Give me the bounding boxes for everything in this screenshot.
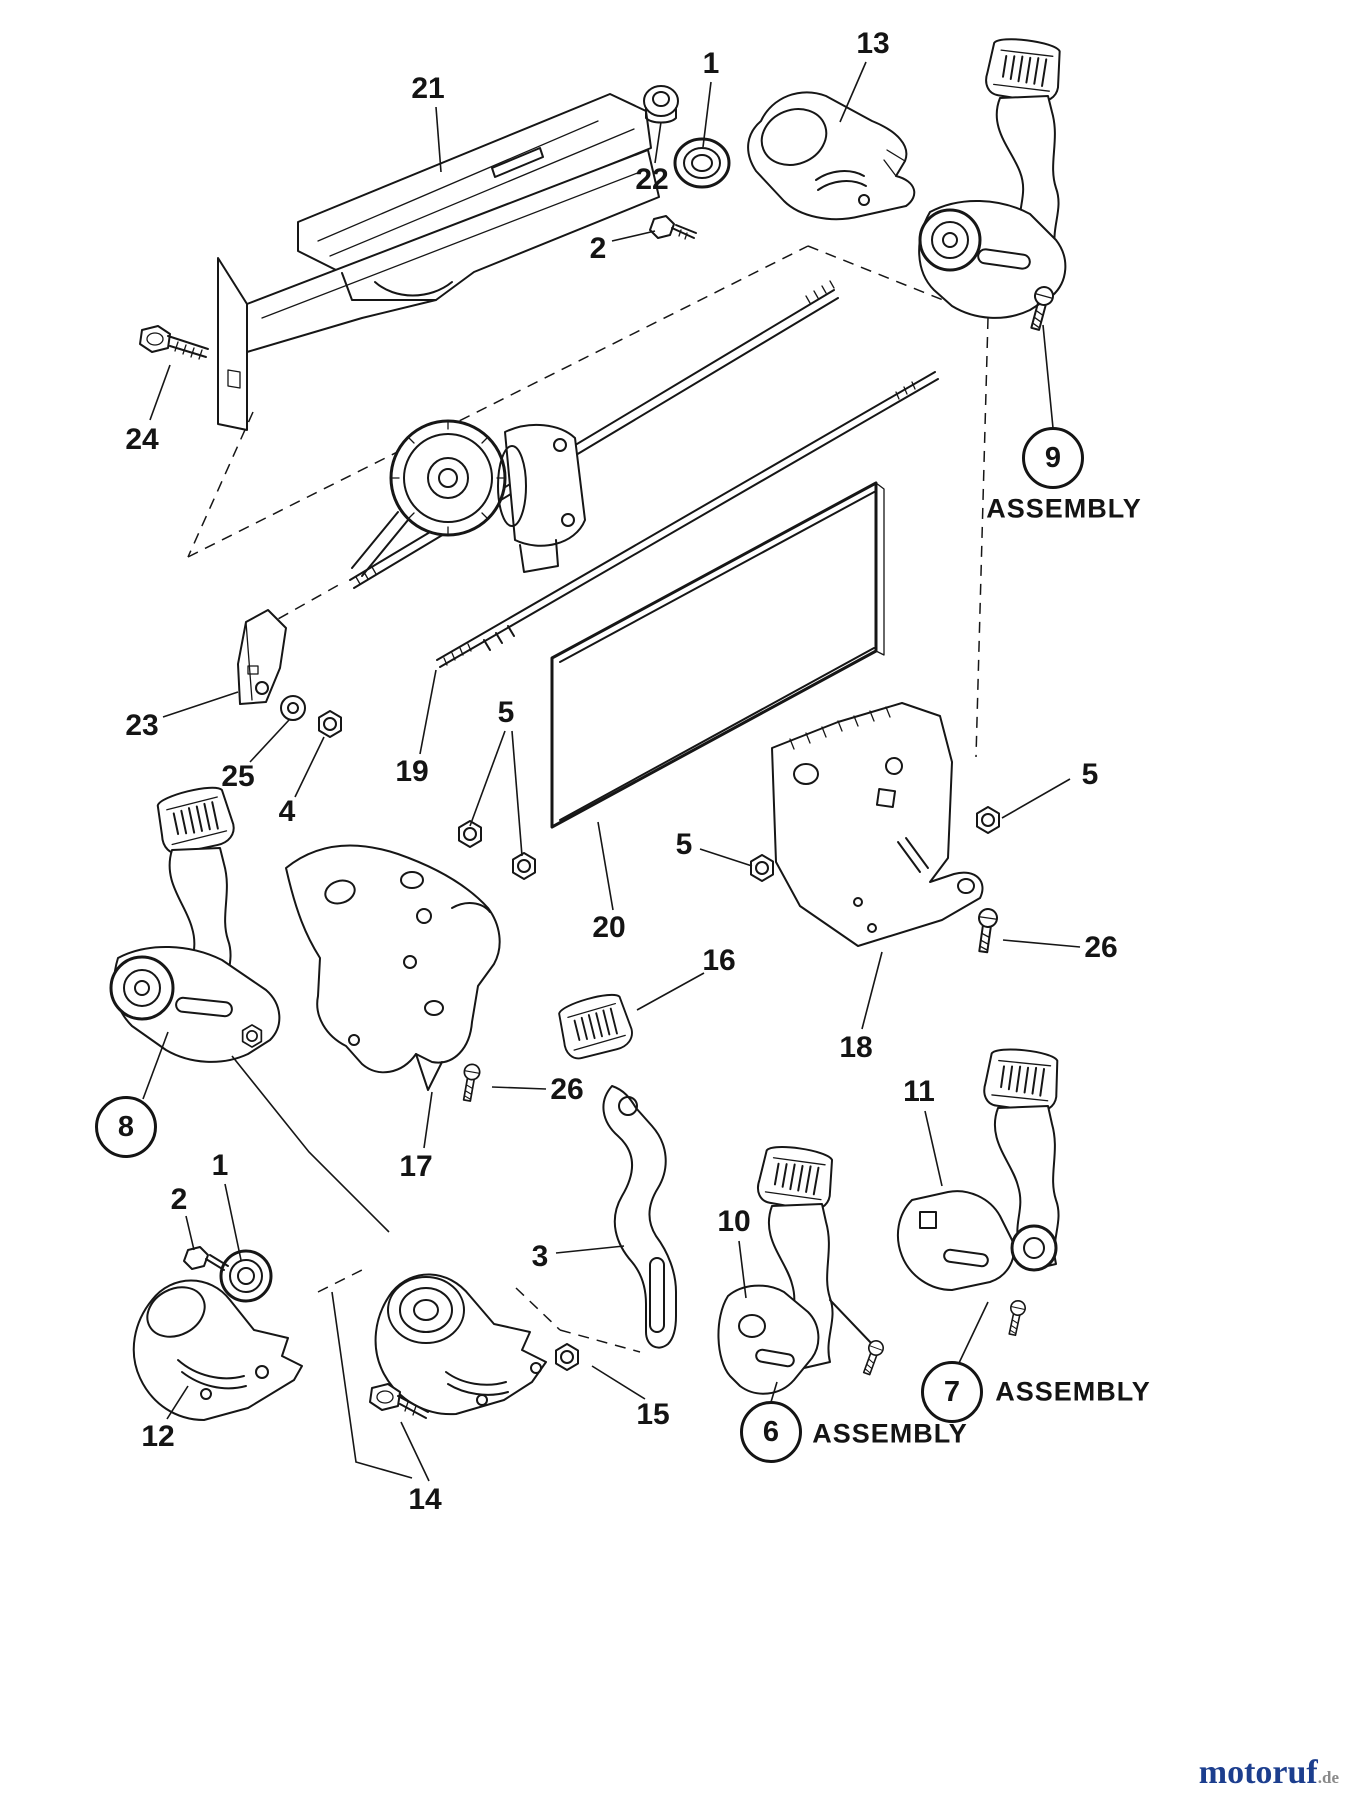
part-12-plate <box>132 1279 303 1421</box>
part-9-assembly-lever <box>918 33 1067 333</box>
part-14-rotor-plate <box>374 1273 547 1416</box>
part-20-deflector-panel <box>550 481 885 829</box>
part-23-bracket <box>237 609 287 705</box>
part-4-nut <box>318 710 342 738</box>
part-13-mounting-plate <box>747 91 916 221</box>
part-11-cam-plate <box>896 1190 1058 1337</box>
part-14-bolt <box>369 1383 429 1419</box>
part-15-nut <box>555 1343 579 1371</box>
part-24-bolt <box>139 325 209 360</box>
brand-domain-suffix: .de <box>1317 1768 1339 1787</box>
transmission-axle-assembly <box>349 280 839 589</box>
part-26-screws <box>458 906 1000 1103</box>
part-2-bolt-top <box>649 215 697 240</box>
part-21-baffle-plate <box>217 93 660 431</box>
part-10-bracket <box>717 1284 820 1395</box>
part-1-bushing-lower <box>219 1249 273 1303</box>
part-18-side-plate <box>771 702 984 947</box>
part-3-link <box>602 1085 677 1349</box>
part-16-grip <box>554 989 637 1063</box>
brand-name: motoruf <box>1198 1754 1318 1791</box>
leader-lines <box>142 61 1081 1482</box>
part-2-bolt-lower <box>183 1246 229 1271</box>
part-1-bushing-top <box>673 137 731 189</box>
part-19-shaft <box>436 371 939 668</box>
part-17-side-plate <box>285 844 501 1091</box>
part-22-clip <box>643 85 679 124</box>
part-8-assembly-lever <box>109 782 281 1063</box>
brand-watermark: motoruf.de <box>1199 1754 1339 1792</box>
part-25-washer <box>280 695 306 721</box>
